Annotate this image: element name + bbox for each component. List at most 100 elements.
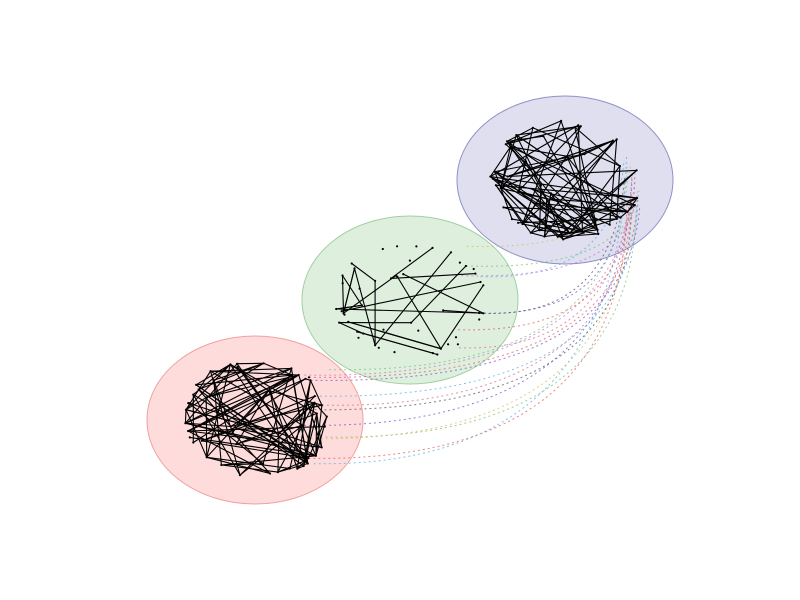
edge xyxy=(374,251,452,346)
node xyxy=(276,471,279,474)
edge xyxy=(296,459,307,470)
edge xyxy=(341,274,345,314)
edge xyxy=(315,412,318,457)
edge xyxy=(502,206,629,213)
edge xyxy=(206,389,270,458)
edge xyxy=(206,456,271,475)
edge xyxy=(206,363,231,458)
edge xyxy=(232,431,271,475)
node xyxy=(478,311,481,315)
node xyxy=(209,370,212,373)
edge xyxy=(539,184,542,231)
edge xyxy=(530,232,546,238)
edge xyxy=(238,428,309,459)
node xyxy=(611,139,615,142)
edge xyxy=(185,409,208,458)
node xyxy=(458,261,461,264)
node xyxy=(524,160,528,163)
edges-middle xyxy=(335,245,485,356)
edge xyxy=(442,309,484,314)
interlayer-link xyxy=(479,200,623,314)
edge xyxy=(505,126,576,145)
node xyxy=(472,267,475,271)
edge xyxy=(209,370,300,376)
edge xyxy=(507,140,614,178)
node xyxy=(297,373,300,377)
node xyxy=(325,415,328,418)
edges-bottom xyxy=(184,362,328,477)
node xyxy=(195,383,198,386)
interlayer-link xyxy=(306,187,632,440)
edge xyxy=(517,190,585,234)
node xyxy=(506,175,509,178)
node xyxy=(306,462,309,465)
node xyxy=(381,247,384,251)
node xyxy=(268,472,272,475)
edge xyxy=(291,374,309,465)
node xyxy=(188,436,191,439)
node xyxy=(277,435,281,439)
node xyxy=(323,425,326,428)
node xyxy=(335,307,338,311)
edge xyxy=(187,374,293,432)
edge xyxy=(335,308,480,314)
edge xyxy=(229,363,270,392)
edge xyxy=(235,388,271,445)
node xyxy=(515,134,518,137)
node xyxy=(626,210,629,213)
node xyxy=(347,320,350,323)
edge xyxy=(342,275,397,314)
node xyxy=(505,140,509,143)
node xyxy=(408,259,411,262)
node xyxy=(597,232,600,236)
node xyxy=(360,304,363,307)
edge xyxy=(187,430,271,475)
node xyxy=(236,365,239,368)
node xyxy=(581,230,584,233)
edge xyxy=(506,135,544,142)
node xyxy=(454,336,458,339)
node xyxy=(396,275,399,278)
edge xyxy=(278,395,316,434)
node xyxy=(542,135,545,138)
node xyxy=(301,424,304,427)
node xyxy=(393,351,396,354)
edge xyxy=(315,416,328,457)
node xyxy=(491,177,494,180)
edge xyxy=(489,124,579,178)
node xyxy=(192,393,195,396)
interlayer-link xyxy=(483,176,626,314)
node xyxy=(253,437,256,440)
node xyxy=(577,124,580,127)
node xyxy=(235,443,238,446)
node xyxy=(415,245,418,248)
node xyxy=(314,454,317,457)
node xyxy=(262,462,265,465)
node xyxy=(200,439,203,442)
node xyxy=(593,226,596,229)
edge xyxy=(309,379,323,406)
node xyxy=(608,223,611,226)
node xyxy=(238,474,242,477)
node xyxy=(377,346,380,349)
node xyxy=(357,336,360,339)
node xyxy=(237,427,240,430)
edge xyxy=(390,247,434,279)
edge xyxy=(509,146,568,157)
node xyxy=(410,321,413,324)
node xyxy=(579,125,582,128)
edge xyxy=(515,134,629,213)
node xyxy=(288,467,291,470)
edge xyxy=(239,424,304,476)
edge xyxy=(506,140,621,219)
node xyxy=(220,463,223,467)
node xyxy=(358,287,361,290)
node xyxy=(439,347,442,350)
node xyxy=(187,429,190,433)
edge xyxy=(335,304,363,310)
node xyxy=(545,197,548,200)
node xyxy=(205,456,208,459)
edge xyxy=(188,402,323,448)
node xyxy=(340,310,343,313)
node xyxy=(539,184,543,187)
